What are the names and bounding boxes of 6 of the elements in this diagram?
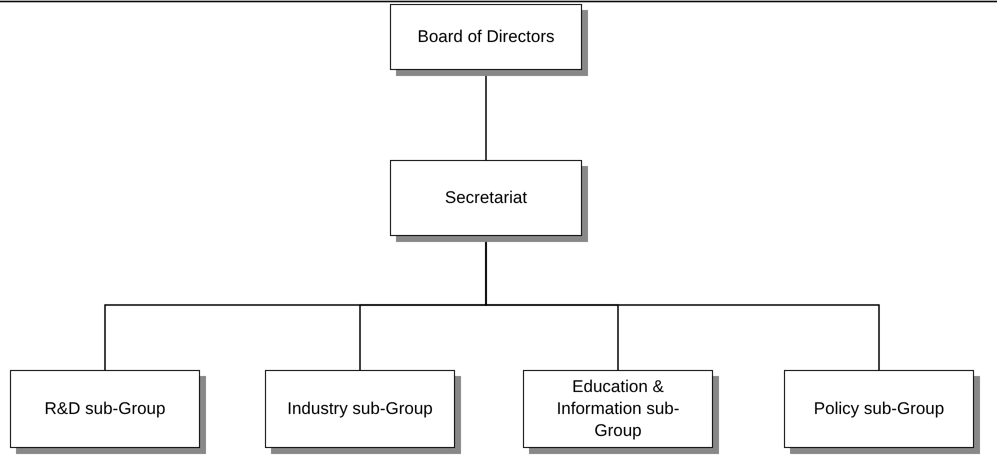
box-label: Industry sub-Group: [287, 398, 433, 420]
box-label: Education & Information sub-Group: [556, 376, 680, 442]
box-label: R&D sub-Group: [44, 398, 166, 420]
box-label: Policy sub-Group: [814, 398, 944, 420]
box-label: Secretariat: [444, 186, 528, 209]
box-label: Board of Directors: [418, 26, 554, 48]
